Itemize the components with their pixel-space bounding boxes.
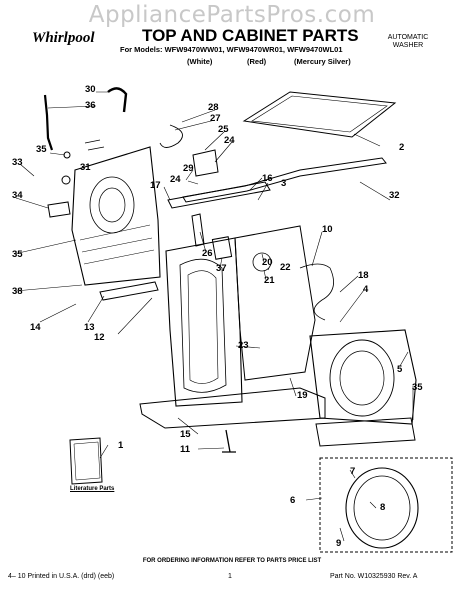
door-frame-box xyxy=(319,457,453,553)
watermark: AppliancePartsPros.com xyxy=(88,2,376,28)
product-type-line2: WASHER xyxy=(392,42,424,49)
callout-6: 6 xyxy=(290,495,295,506)
callout-13: 13 xyxy=(84,322,95,333)
callout-27: 27 xyxy=(210,113,221,124)
product-type: AUTOMATIC WASHER xyxy=(378,34,438,50)
door-ring xyxy=(345,467,419,549)
callout-10: 10 xyxy=(322,224,333,235)
inner-panel xyxy=(234,225,316,381)
variant-silver: (Mercury Silver) xyxy=(294,57,351,66)
callout-8: 8 xyxy=(380,502,385,513)
callout-30: 30 xyxy=(85,84,96,95)
variant-white: (White) xyxy=(187,57,213,66)
callout-7: 7 xyxy=(350,466,355,477)
callout-4: 4 xyxy=(363,284,369,295)
main-wiring xyxy=(299,263,334,321)
brand-logo: Whirlpool xyxy=(32,30,95,46)
callout-11: 11 xyxy=(180,444,191,455)
model-list: For Models: WFW9470WW01, WFW9470WR01, WF… xyxy=(120,45,343,54)
rear-panel xyxy=(71,146,161,286)
callout-34: 34 xyxy=(12,190,23,201)
callout-20: 20 xyxy=(262,257,273,268)
callout-22: 22 xyxy=(280,262,291,273)
callout-26: 26 xyxy=(202,248,213,259)
top-bracket xyxy=(182,157,387,203)
callout-19: 19 xyxy=(297,390,308,401)
literature-parts-label: Literature Parts xyxy=(70,486,115,492)
page-title: TOP AND CABINET PARTS xyxy=(142,26,359,45)
side-panel xyxy=(165,237,243,407)
callout-2: 2 xyxy=(399,142,404,153)
callout-16: 16 xyxy=(262,173,273,184)
callout-14: 14 xyxy=(30,322,41,333)
ordering-note: FOR ORDERING INFORMATION REFER TO PARTS … xyxy=(142,558,322,564)
callout-35: 35 xyxy=(12,249,23,260)
wire-harness xyxy=(159,124,183,148)
inlet-hose xyxy=(43,94,54,151)
front-panel xyxy=(309,329,417,425)
rear-rail xyxy=(99,281,159,301)
callout-5: 5 xyxy=(397,364,403,375)
product-type-line1: AUTOMATIC xyxy=(387,34,429,41)
callout-25: 25 xyxy=(218,124,229,135)
page-number: 1 xyxy=(228,573,232,580)
callout-21: 21 xyxy=(264,275,275,286)
print-info: 4– 10 Printed in U.S.A. (drd) (eeb) xyxy=(8,573,115,580)
kick-panel xyxy=(315,417,416,447)
literature-booklet xyxy=(69,437,103,485)
callout-18: 18 xyxy=(358,270,369,281)
callout-17: 17 xyxy=(150,180,161,191)
callout-38: 38 xyxy=(12,286,23,297)
callout-9: 9 xyxy=(336,538,341,549)
top-panel xyxy=(242,91,397,138)
callout-33: 33 xyxy=(12,157,23,168)
base-frame xyxy=(139,387,326,429)
callout-24: 24 xyxy=(224,135,235,146)
callout-12: 12 xyxy=(94,332,105,343)
callout-32: 32 xyxy=(389,190,400,201)
variant-red: (Red) xyxy=(247,57,267,66)
callout-28: 28 xyxy=(208,102,219,113)
callout-31: 31 xyxy=(80,162,91,173)
callout-3: 3 xyxy=(281,178,286,189)
callout-24: 24 xyxy=(170,174,181,185)
part-number: Part No. W10325930 Rev. A xyxy=(330,573,418,580)
callout-37: 37 xyxy=(216,263,227,274)
callout-35: 35 xyxy=(412,382,423,393)
callout-36: 36 xyxy=(85,100,96,111)
callout-15: 15 xyxy=(180,429,191,440)
callout-29: 29 xyxy=(183,163,194,174)
leveling-foot xyxy=(222,429,236,453)
callout-23: 23 xyxy=(238,340,249,351)
control-bracket xyxy=(167,181,271,209)
callout-1: 1 xyxy=(118,440,124,451)
callout-35: 35 xyxy=(36,144,47,155)
